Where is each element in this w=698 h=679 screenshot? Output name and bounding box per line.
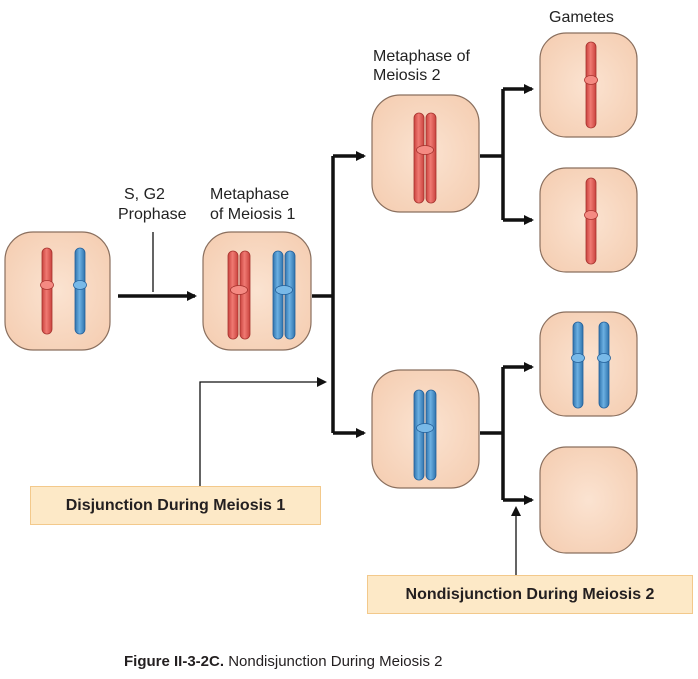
chromosome-blue-replicated [272, 250, 296, 340]
gamete-3-blue-chromosome-b [597, 321, 611, 409]
chromosome-red-single [40, 247, 54, 335]
cell-gamete-3 [539, 311, 638, 417]
cell-start [4, 231, 111, 351]
figure-id: Figure II-3-2C. [124, 653, 225, 670]
nondisjunction-box: Nondisjunction During Meiosis 2 [367, 575, 693, 614]
label-metaphase-1-line2: of Meiosis 1 [210, 206, 296, 223]
label-gametes: Gametes [549, 9, 614, 26]
chromosome-blue-single [73, 247, 87, 335]
cell-gamete-4 [539, 446, 638, 554]
figure-title: Nondisjunction During Meiosis 2 [228, 653, 443, 670]
label-metaphase-1-line1: Metaphase [210, 186, 290, 203]
label-metaphase-2-line2: Meiosis 2 [373, 67, 441, 84]
gamete-3-blue-chromosome-a [571, 321, 585, 409]
disjunction-box: Disjunction During Meiosis 1 [30, 486, 321, 525]
arrow-metaphase-2-bottom-split [480, 367, 505, 500]
arrow-metaphase-1-split [312, 156, 335, 433]
arrow-start-to-metaphase-1 [118, 232, 197, 301]
label-prophase: Prophase [118, 206, 187, 223]
chromosome-blue-metaphase-2 [413, 389, 437, 481]
arrow-metaphase-2-top-split [480, 89, 505, 220]
figure-caption: Figure II-3-2C. Nondisjunction During Me… [124, 653, 442, 670]
chromosome-red-replicated [227, 250, 251, 340]
pointer-disjunction [199, 377, 327, 486]
chromosome-red-metaphase-2 [413, 112, 437, 204]
label-s-g2: S, G2 [124, 186, 165, 203]
label-metaphase-2-line1: Metaphase of [373, 48, 470, 65]
gamete-2-red-chromosome [584, 177, 598, 265]
gamete-1-red-chromosome [584, 41, 598, 129]
